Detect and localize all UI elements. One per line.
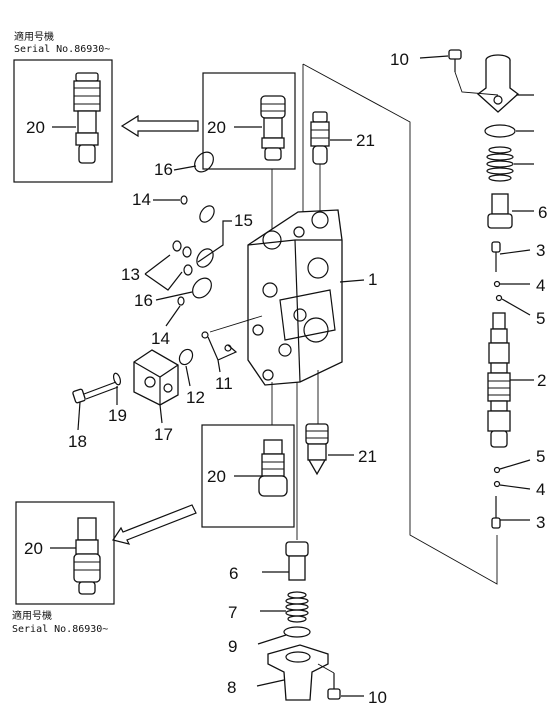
o-ring-part-14-b xyxy=(177,296,185,306)
top-serial-note: Serial No.86930~ xyxy=(14,44,110,55)
detail-box-top-left xyxy=(13,59,113,183)
callout-14-a: 14 xyxy=(132,190,151,209)
callout-13: 13 xyxy=(121,265,140,284)
callout-5-top: 5 xyxy=(536,309,545,328)
cover-part-8-bottom xyxy=(267,644,329,701)
o-ring-part-13-a xyxy=(172,240,182,252)
callout-1: 1 xyxy=(368,270,377,289)
ball-part-4-top xyxy=(493,280,501,288)
callout-14-b: 14 xyxy=(151,329,170,348)
callout-12: 12 xyxy=(186,388,205,407)
callout-19: 19 xyxy=(108,406,127,425)
cartridge-valve-part-20-center xyxy=(258,439,288,497)
pin-part-11 xyxy=(201,331,232,352)
arrow-downleft-outline xyxy=(112,504,197,545)
callout-6-bottom: 6 xyxy=(229,564,238,583)
ball-part-5-top xyxy=(495,294,503,302)
callout-3-bottom: 3 xyxy=(536,513,545,532)
o-ring-part-9-bottom xyxy=(283,626,311,638)
callout-17: 17 xyxy=(154,425,173,444)
callout-20-bottomleft: 20 xyxy=(24,539,43,558)
relief-valve-part-21-bottom xyxy=(305,423,329,476)
o-ring-part-15 xyxy=(199,205,215,223)
callout-20-center: 20 xyxy=(207,467,226,486)
spring-part-7-top xyxy=(486,146,514,182)
callout-2: 2 xyxy=(537,371,546,390)
callout-21-bottom: 21 xyxy=(358,447,377,466)
callout-15: 15 xyxy=(234,211,253,230)
o-ring-part-16-a xyxy=(194,151,214,173)
pin-part-3-top xyxy=(491,241,501,272)
ball-part-4-bottom xyxy=(493,480,501,488)
bolt-part-10-top xyxy=(448,49,462,72)
detail-box-center xyxy=(201,424,295,528)
callout-16-a: 16 xyxy=(154,160,173,179)
bolt-part-10-bottom xyxy=(327,673,341,700)
callout-9-bottom: 9 xyxy=(228,637,237,656)
o-ring-part-12 xyxy=(178,348,194,366)
relief-valve-part-21-top xyxy=(310,111,330,165)
sleeve-part-6-bottom xyxy=(285,541,309,581)
callout-10-top: 10 xyxy=(390,50,409,69)
o-ring-part-13-d xyxy=(196,248,214,268)
cartridge-valve-part-20-topleft xyxy=(73,72,101,164)
callout-10-bottom: 10 xyxy=(368,688,387,707)
bottom-serial-note: Serial No.86930~ xyxy=(12,624,108,635)
callout-6-top: 6 xyxy=(538,203,547,222)
o-ring-part-13-b xyxy=(182,246,192,258)
guide-line-right xyxy=(302,63,498,585)
pin-part-3-bottom xyxy=(491,496,501,529)
valve-body-part-1 xyxy=(247,209,343,386)
callout-18: 18 xyxy=(68,432,87,451)
washer-part-19 xyxy=(112,372,122,386)
o-ring-part-14-a xyxy=(180,195,188,205)
callout-11: 11 xyxy=(215,374,233,393)
top-serial-note-title: 適用号機 xyxy=(14,30,54,43)
callout-20-topcenter: 20 xyxy=(207,118,226,137)
o-ring-part-13-c xyxy=(183,264,193,276)
callout-3-top: 3 xyxy=(536,241,545,260)
flange-block-part-17 xyxy=(133,349,179,406)
cartridge-valve-part-20-bottomleft xyxy=(73,517,101,595)
callout-21-top: 21 xyxy=(356,131,375,150)
bottom-serial-note-title: 適用号機 xyxy=(12,609,52,622)
cartridge-valve-part-20-topcenter xyxy=(260,95,286,161)
callout-7-bottom: 7 xyxy=(228,603,237,622)
callout-8-bottom: 8 xyxy=(227,678,236,697)
spool-part-2 xyxy=(487,312,511,448)
callout-4-top: 4 xyxy=(536,276,545,295)
sleeve-part-6-top xyxy=(487,193,513,229)
arrow-left-outline xyxy=(120,114,199,138)
callout-4-bottom: 4 xyxy=(536,480,545,499)
cover-part-8-top xyxy=(476,54,520,113)
callout-16-b: 16 xyxy=(134,291,153,310)
detail-box-bottom-left xyxy=(15,501,115,605)
ball-part-5-bottom xyxy=(493,466,501,474)
detail-box-top-center xyxy=(202,72,296,170)
bolt-part-18 xyxy=(72,381,119,404)
callout-20-topleft: 20 xyxy=(26,118,45,137)
o-ring-part-16-b xyxy=(192,277,212,299)
callout-5-bottom: 5 xyxy=(536,447,545,466)
o-ring-part-9-top xyxy=(484,124,516,138)
spring-part-7-bottom xyxy=(285,591,309,623)
